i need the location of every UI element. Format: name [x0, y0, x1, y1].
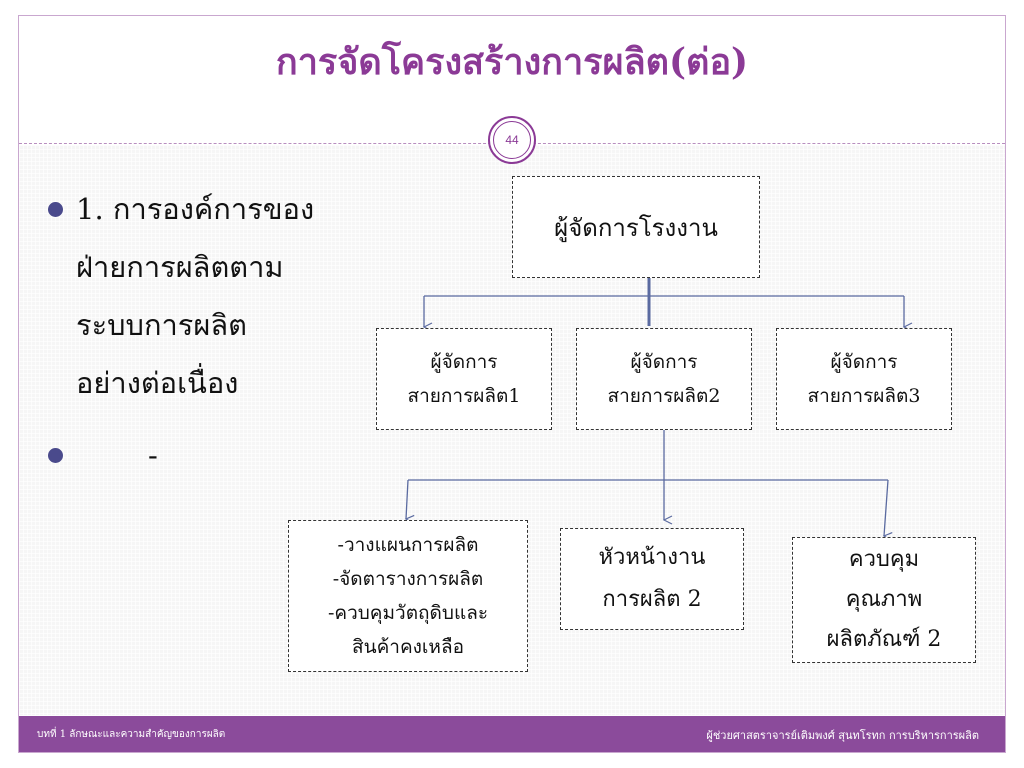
planning-line-2: -จัดตารางการผลิต [332, 568, 484, 590]
bullet-dot-icon [48, 448, 63, 463]
factory-manager-label: ผู้จัดการโรงงาน [554, 213, 718, 242]
connector-to-quality [884, 479, 888, 536]
bullet-item-1: 1. การองค์การของ ฝ่ายการผลิตตาม ระบบการผ… [46, 180, 346, 412]
supervisor-line-2: การผลิต 2 [602, 587, 702, 612]
page-number: 44 [493, 121, 531, 159]
slide-title: การจัดโครงสร้างการผลิต(ต่อ) [275, 41, 749, 83]
bullet-1-line-3: ระบบการผลิต [76, 308, 247, 342]
line-manager-1-title: ผู้จัดการ [430, 351, 498, 373]
planning-line-1: -วางแผนการผลิต [337, 534, 479, 556]
line-manager-3-title: ผู้จัดการ [830, 351, 898, 373]
org-box-factory-manager: ผู้จัดการโรงงาน [512, 176, 760, 278]
bullet-1-line-1: 1. การองค์การของ [76, 192, 315, 226]
planning-line-3: -ควบคุมวัตถุดิบและ [327, 602, 489, 624]
quality-line-2: คุณภาพ [845, 587, 923, 612]
footer-author: ผู้ช่วยศาสตราจารย์เติมพงศ์ สุนทโรทก การบ… [706, 729, 979, 742]
slide-footer: บทที่ 1 ลักษณะและความสำคัญของการผลิต ผู้… [19, 716, 1005, 752]
quality-line-1: ควบคุม [848, 547, 920, 572]
slide-frame [18, 15, 1006, 753]
line-manager-2-title: ผู้จัดการ [630, 351, 698, 373]
org-box-line-manager-2: ผู้จัดการ สายการผลิต2 [576, 328, 752, 430]
line-manager-2-line: สายการผลิต2 [607, 385, 721, 407]
org-box-planning: -วางแผนการผลิต -จัดตารางการผลิต -ควบคุมว… [288, 520, 528, 672]
connector-to-planning [406, 479, 408, 519]
line-manager-3-line: สายการผลิต3 [807, 385, 921, 407]
bullet-list: 1. การองค์การของ ฝ่ายการผลิตตาม ระบบการผ… [46, 180, 346, 484]
bullet-1-line-2: ฝ่ายการผลิตตาม [76, 250, 284, 284]
footer-chapter: บทที่ 1 ลักษณะและความสำคัญของการผลิต [37, 729, 226, 740]
supervisor-line-1: หัวหน้างาน [598, 545, 706, 570]
org-box-quality-control: ควบคุม คุณภาพ ผลิตภัณฑ์ 2 [792, 537, 976, 663]
quality-line-3: ผลิตภัณฑ์ 2 [826, 627, 942, 652]
planning-line-4: สินค้าคงเหลือ [351, 636, 465, 658]
org-box-line-manager-1: ผู้จัดการ สายการผลิต1 [376, 328, 552, 430]
bullet-item-2: - [46, 426, 346, 484]
page-number-badge: 44 [488, 116, 536, 164]
bullet-1-line-4: อย่างต่อเนื่อง [76, 366, 239, 400]
org-box-supervisor: หัวหน้างาน การผลิต 2 [560, 528, 744, 630]
line-manager-1-line: สายการผลิต1 [407, 385, 521, 407]
bullet-2-text: - [148, 438, 158, 472]
org-box-line-manager-3: ผู้จัดการ สายการผลิต3 [776, 328, 952, 430]
bullet-dot-icon [48, 202, 63, 217]
